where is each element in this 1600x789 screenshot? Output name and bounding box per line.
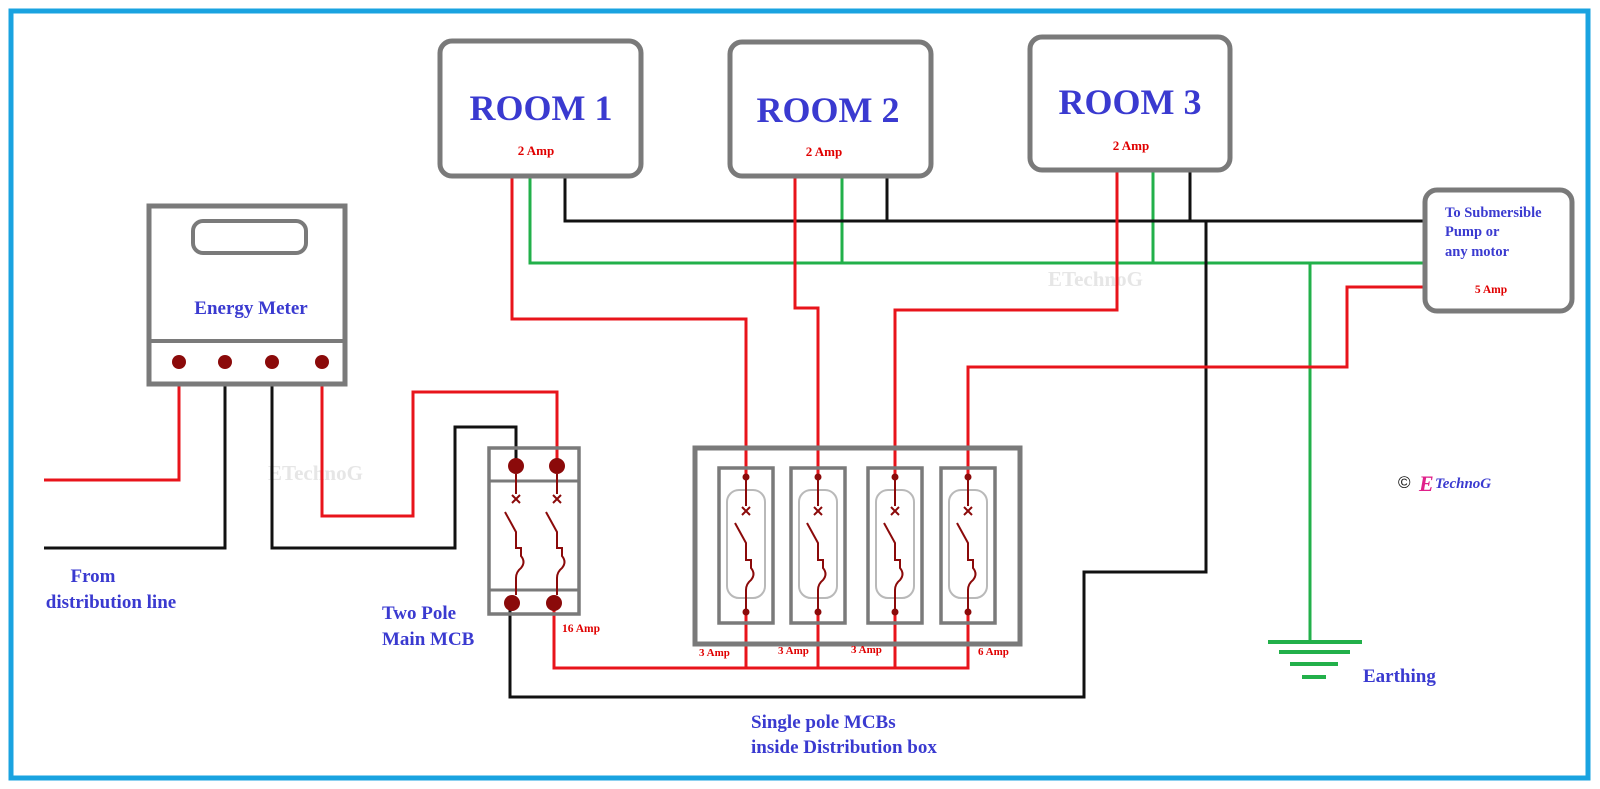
energy-meter: Energy Meter — [146, 203, 348, 387]
watermark-upper: ETechnoG — [1048, 267, 1143, 291]
mcb-switch-symbol — [883, 480, 904, 609]
pump-rating: 5 Amp — [1475, 284, 1507, 296]
main-mcb — [487, 446, 581, 616]
mcb-switch-symbol — [806, 480, 827, 609]
mcb-rating-1: 3 Amp — [699, 647, 730, 659]
meter-terminal — [218, 355, 232, 369]
mcb-switch-symbol — [956, 480, 977, 609]
mcb-terminal — [742, 473, 750, 481]
mcb-terminal — [891, 473, 899, 481]
meter-terminal — [315, 355, 329, 369]
mcb-rating-4: 6 Amp — [978, 646, 1009, 658]
brand-logo: © E TechnoG — [1398, 471, 1491, 496]
pump-box: To Submersible Pump or any motor 5 Amp — [1422, 187, 1575, 314]
single-pole-mcb — [717, 466, 775, 625]
meter-terminal — [265, 355, 279, 369]
copyright-symbol: © — [1398, 473, 1411, 492]
mcb-terminal — [504, 595, 520, 611]
single-pole-mcb — [789, 466, 847, 625]
pump-label-line-2: Pump or — [1445, 224, 1500, 240]
neutral-wires — [44, 171, 1425, 699]
watermark-lower: ETechnoG — [268, 461, 363, 485]
mcb-rating-2: 3 Amp — [778, 645, 809, 657]
pump-label-line-3: any motor — [1445, 244, 1510, 260]
source-label-line-1: From — [70, 566, 115, 587]
mcb-switch-symbol — [734, 480, 755, 609]
room-3-box — [1027, 34, 1233, 173]
main-mcb-rating: 16 Amp — [562, 623, 600, 635]
meter-terminal — [172, 355, 186, 369]
distribution-label-line-2: inside Distribution box — [751, 737, 937, 758]
room-1-rating: 2 Amp — [518, 143, 554, 158]
main-mcb-label-line-2: Main MCB — [382, 629, 475, 650]
room-2-rating: 2 Amp — [806, 144, 842, 159]
phase-wires — [44, 172, 1425, 670]
room-3-title: ROOM 3 — [1059, 82, 1202, 122]
single-pole-mcb — [939, 466, 997, 625]
mcb-terminal — [814, 473, 822, 481]
mcb-terminal — [508, 458, 524, 474]
brand-name: TechnoG — [1435, 476, 1491, 492]
earth-wires — [528, 172, 1425, 640]
earth-symbol — [1268, 640, 1362, 679]
meter-label: Energy Meter — [194, 298, 308, 319]
room-2: ROOM 2 2 Amp — [727, 39, 934, 179]
room-1-box — [437, 38, 644, 179]
room-1-title: ROOM 1 — [470, 88, 613, 128]
mcb-terminal — [549, 458, 565, 474]
meter-display — [191, 219, 308, 255]
distribution-box — [692, 445, 1023, 647]
mcb-switch-symbol — [545, 474, 566, 595]
brand-mark: E — [1418, 471, 1434, 496]
mcb-terminal — [891, 608, 899, 616]
room-3: ROOM 3 2 Amp — [1027, 34, 1233, 173]
diagram-frame — [8, 8, 1591, 781]
room-3-rating: 2 Amp — [1113, 138, 1149, 153]
single-pole-mcb-group — [717, 466, 997, 625]
room-2-box — [727, 39, 934, 179]
earthing-label: Earthing — [1363, 666, 1436, 687]
mcb-terminal — [964, 608, 972, 616]
mcb-terminal — [742, 608, 750, 616]
mcb-terminal — [814, 608, 822, 616]
single-pole-mcb — [866, 466, 924, 625]
mcb-rating-3: 3 Amp — [851, 644, 882, 656]
mcb-terminal — [546, 595, 562, 611]
mcb-terminal — [964, 473, 972, 481]
room-2-title: ROOM 2 — [757, 90, 900, 130]
room-1: ROOM 1 2 Amp — [437, 38, 644, 179]
mcb-switch-symbol — [504, 474, 525, 595]
distribution-label-line-1: Single pole MCBs — [751, 712, 896, 733]
source-label-line-2: distribution line — [46, 592, 176, 613]
pump-label-line-1: To Submersible — [1445, 205, 1542, 221]
main-mcb-label-line-1: Two Pole — [382, 603, 456, 624]
